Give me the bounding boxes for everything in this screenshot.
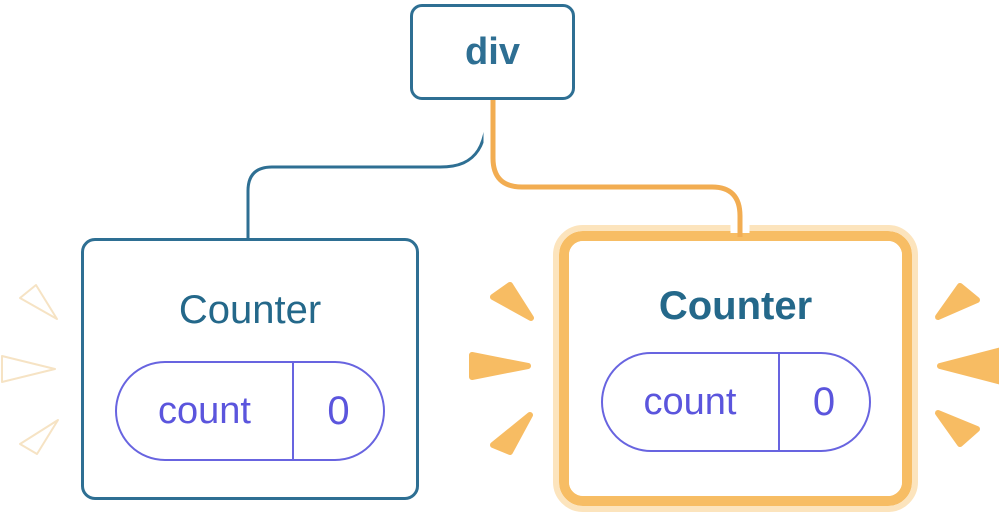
spark-icon: [490, 282, 534, 321]
root-node-label: div: [465, 30, 520, 73]
spark-icon: [935, 283, 980, 320]
spark-icon: [490, 412, 533, 455]
state-name: count: [603, 354, 780, 450]
spark-icon: [937, 347, 999, 385]
edge-root-to-counter-2-casing: [483, 98, 750, 233]
state-value: 0: [812, 379, 836, 424]
root-node-div: div: [410, 4, 575, 100]
state-pill: count 0: [600, 352, 871, 452]
spark-icon: [1, 355, 56, 383]
state-name: count: [117, 363, 294, 459]
spark-burst-orange-right-icon: [935, 283, 999, 447]
spark-icon: [469, 352, 531, 380]
state-value: 0: [327, 388, 350, 433]
edge-root-to-counter-1: [246, 97, 490, 240]
state-pill: count 0: [115, 361, 385, 461]
counter-card-2: Counter count 0: [569, 241, 902, 496]
spark-icon: [19, 419, 59, 455]
spark-burst-white-icon: [1, 284, 59, 455]
spark-icon: [19, 284, 58, 320]
counter-title: Counter: [658, 284, 813, 328]
spark-icon: [935, 410, 980, 447]
spark-burst-orange-left-icon: [469, 282, 534, 455]
highlight-ring: Counter count 0: [553, 225, 918, 512]
edge-root-to-counter-2: [490, 98, 743, 237]
counter-title: Counter: [178, 288, 322, 332]
counter-card-1: Counter count 0: [81, 238, 419, 500]
